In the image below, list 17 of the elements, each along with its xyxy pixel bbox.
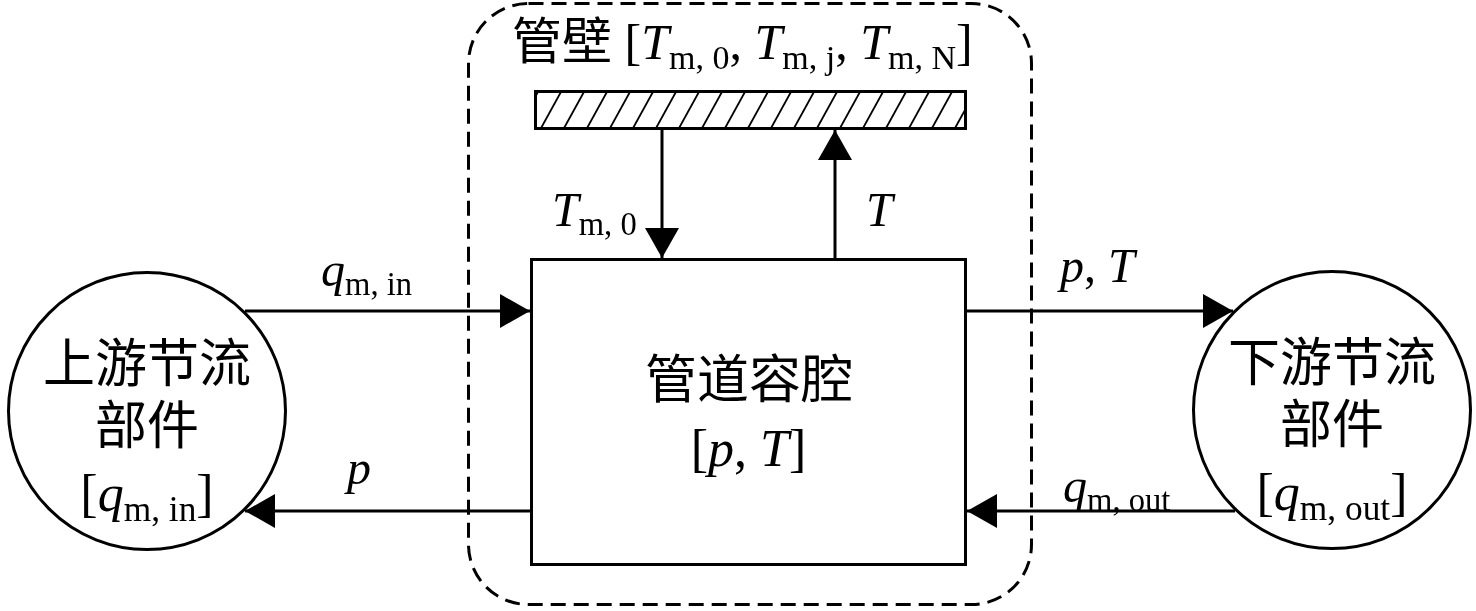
edge-label: q$_{m, in}$ — [321, 242, 413, 304]
variable-label: [q$_{m, out}$] — [1256, 463, 1408, 529]
arrow — [645, 130, 679, 258]
arrow — [245, 294, 530, 328]
dashed-boundary — [467, 2, 1033, 606]
arrow — [245, 494, 530, 528]
variable-label: [p, T] — [690, 419, 807, 479]
variable-label: [q$_{m, in}$] — [80, 464, 214, 530]
edge-label: T$_{m, 0}$ — [552, 182, 637, 244]
arrow — [967, 494, 1236, 528]
component-circle — [7, 271, 287, 551]
wall-heading: 管壁 [T$_{m, 0}$, T$_{m, j}$, T$_{m, N}$] — [512, 13, 973, 77]
arrow — [818, 130, 852, 258]
arrow — [967, 294, 1233, 328]
process-box — [530, 258, 967, 566]
component-circle — [1192, 270, 1472, 550]
box-title: 管道容腔 — [644, 351, 853, 411]
